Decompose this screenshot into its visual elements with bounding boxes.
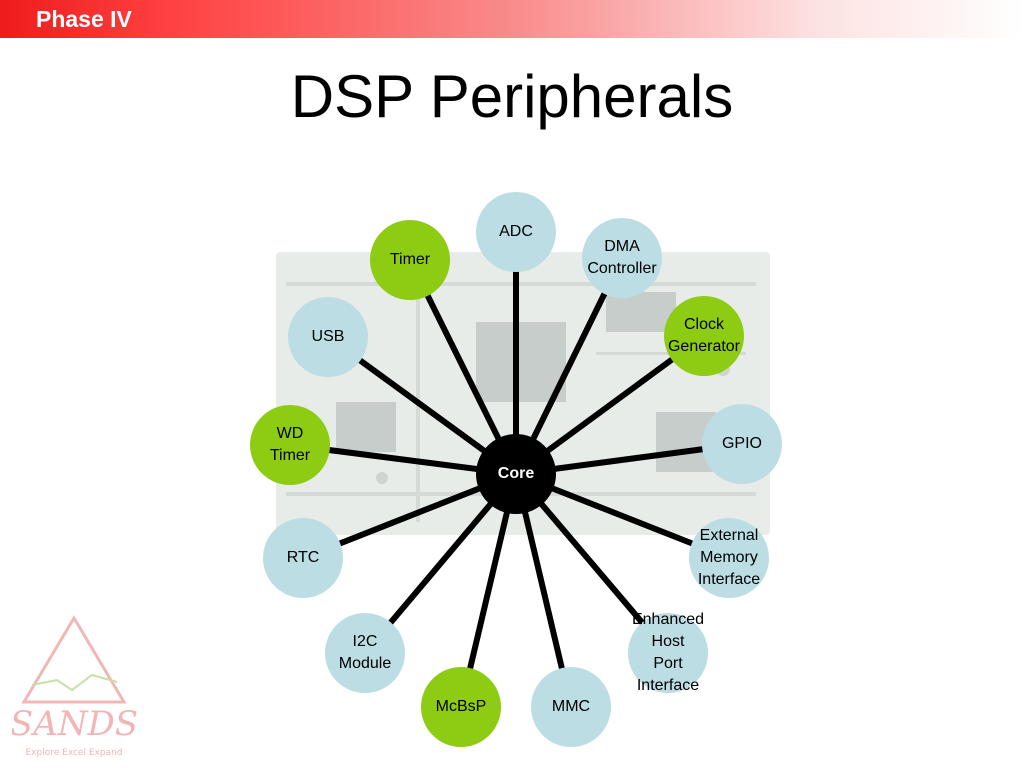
node-clock: Clock Generator xyxy=(664,296,744,376)
node-usb: USB xyxy=(288,297,368,377)
node-label-emif: External Memory Interface xyxy=(697,527,761,588)
node-label-gpio: GPIO xyxy=(721,435,762,452)
node-label-core: Core xyxy=(497,465,535,482)
sands-logo: SANDS Explore Excel Expand xyxy=(10,610,142,760)
node-label-wdtimer: WD Timer xyxy=(269,425,311,464)
header-bar: Phase IV xyxy=(0,0,1024,38)
node-label-dma: DMA Controller xyxy=(587,238,657,277)
node-emif: External Memory Interface xyxy=(689,518,769,598)
slide-title: DSP Peripherals xyxy=(290,63,734,130)
node-label-mmc: MMC xyxy=(551,698,591,715)
node-adc: ADC xyxy=(476,192,556,272)
node-label-ehpi: Enhanced Host Port Interface xyxy=(631,611,705,694)
node-label-timer: Timer xyxy=(389,251,431,268)
node-gpio: GPIO xyxy=(702,404,782,484)
node-dma: DMA Controller xyxy=(582,218,662,298)
node-mcbsp: McBsP xyxy=(421,667,501,747)
node-timer: Timer xyxy=(370,220,450,300)
svg-text:Explore Excel Expand: Explore Excel Expand xyxy=(26,748,123,758)
node-rtc: RTC xyxy=(263,518,343,598)
phase-label: Phase IV xyxy=(36,6,132,32)
node-wdtimer: WD Timer xyxy=(250,405,330,485)
node-label-clock: Clock Generator xyxy=(667,316,741,355)
node-i2c: I2C Module xyxy=(325,613,405,693)
node-ehpi: Enhanced Host Port Interface xyxy=(628,611,708,694)
svg-text:SANDS: SANDS xyxy=(12,704,138,744)
node-mmc: MMC xyxy=(531,667,611,747)
node-label-usb: USB xyxy=(311,328,345,345)
node-label-mcbsp: McBsP xyxy=(435,698,487,715)
node-core: Core xyxy=(476,434,556,514)
node-label-i2c: I2C Module xyxy=(338,633,392,672)
node-label-rtc: RTC xyxy=(286,549,320,566)
node-label-adc: ADC xyxy=(499,223,533,240)
